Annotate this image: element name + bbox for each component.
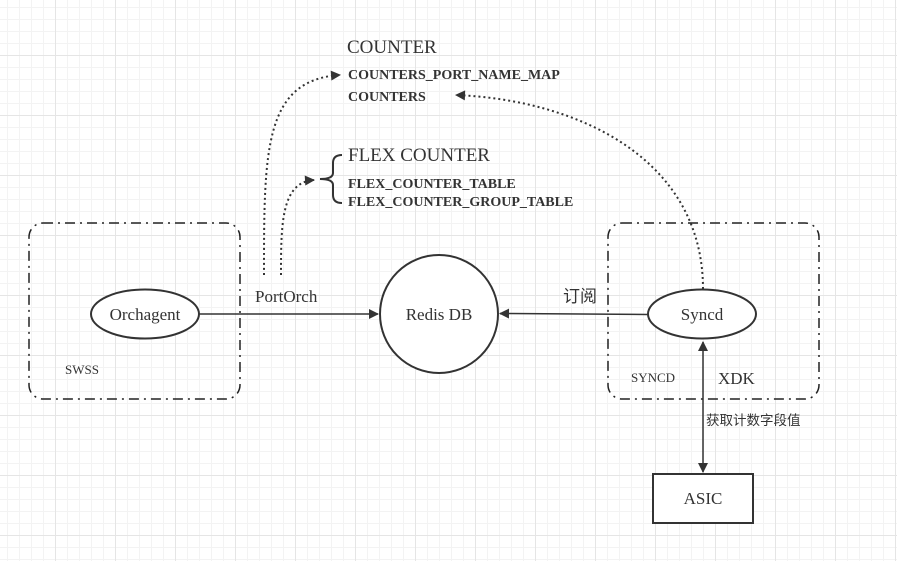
syncd-group-box — [607, 222, 820, 400]
syncd-group-label: SYNCD — [631, 370, 675, 385]
counter-db-title: COUNTER — [347, 37, 437, 58]
portorch-to-flex-counter-arrow — [280, 175, 315, 276]
get-counter-label: 获取计数字段值 — [706, 413, 801, 429]
counter-table-port-name-map: COUNTERS_PORT_NAME_MAP — [348, 68, 560, 83]
redis-db-label: Redis DB — [406, 305, 473, 324]
flex-counter-table: FLEX_COUNTER_TABLE — [348, 177, 516, 192]
portorch-label: PortOrch — [255, 287, 318, 306]
xdk-label: XDK — [718, 369, 756, 388]
syncd-label: Syncd — [681, 305, 724, 324]
subscribe-label: 订阅 — [563, 287, 597, 307]
asic-label: ASIC — [684, 489, 723, 508]
redis-db-node[interactable] — [379, 254, 499, 374]
counter-table-counters: COUNTERS — [348, 90, 426, 105]
orchagent-label: Orchagent — [110, 305, 181, 324]
syncd-to-redis-arrow — [499, 308, 649, 319]
flex-counter-brace — [319, 154, 343, 204]
portorch-to-counter-arrow — [263, 70, 341, 276]
asic-node[interactable] — [652, 473, 754, 524]
swss-group-label: SWSS — [65, 362, 99, 377]
flex-counter-group-table: FLEX_COUNTER_GROUP_TABLE — [348, 195, 573, 210]
flex-counter-db-title: FLEX COUNTER — [348, 145, 490, 166]
syncd-to-counters-arrow — [455, 90, 704, 290]
swss-group-box — [28, 222, 241, 400]
